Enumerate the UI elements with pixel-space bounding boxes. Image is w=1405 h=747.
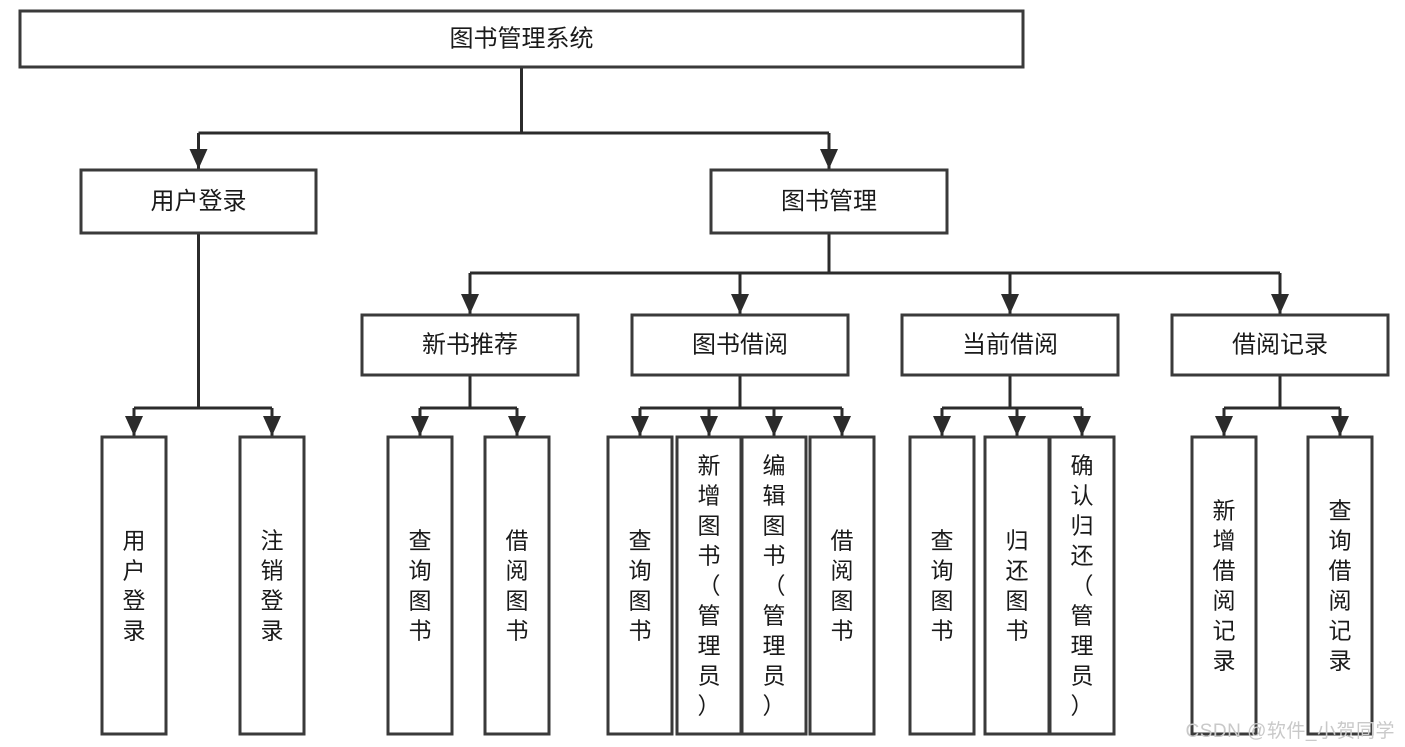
node-leaf-add-book[interactable]: 新增图书（管理员） — [675, 435, 743, 736]
node-book-borrow-box[interactable] — [630, 313, 850, 377]
conn-bookmanage-arrow-0 — [461, 294, 479, 314]
node-book-manage[interactable]: 图书管理 — [709, 168, 949, 235]
node-leaf-edit-book[interactable]: 编辑图书（管理员） — [740, 435, 808, 736]
node-book-manage-label: 图书管理 — [781, 188, 877, 215]
conn-bookmanage-arrow-3 — [1271, 294, 1289, 314]
node-new-book-recommend-box[interactable] — [360, 313, 580, 377]
node-user-login-box[interactable] — [79, 168, 318, 235]
node-root-box[interactable] — [18, 9, 1025, 69]
node-leaf-return-book-box[interactable] — [983, 435, 1051, 736]
node-leaf-borrow-book-1-label: 借阅图书 — [506, 528, 529, 644]
node-leaf-query-book-3[interactable]: 查询图书 — [908, 435, 976, 736]
node-leaf-borrow-book-2-box[interactable] — [808, 435, 876, 736]
node-current-borrow-box[interactable] — [900, 313, 1120, 377]
conn-current-borrow-leaves-arrow-2 — [1073, 416, 1091, 436]
conn-root-arrow-1 — [820, 149, 838, 169]
node-leaf-query-book-2[interactable]: 查询图书 — [606, 435, 674, 736]
conn-bookmanage-arrow-1 — [731, 294, 749, 314]
node-current-borrow[interactable]: 当前借阅 — [900, 313, 1120, 377]
node-user-login[interactable]: 用户登录 — [79, 168, 318, 235]
node-leaf-borrow-book-1-box[interactable] — [483, 435, 551, 736]
connectors-layer — [125, 67, 1349, 436]
node-leaf-edit-book-label: 编辑图书（管理员） — [763, 453, 786, 719]
conn-book-borrow-leaves-arrow-3 — [833, 416, 851, 436]
node-leaf-add-record[interactable]: 新增借阅记录 — [1190, 435, 1258, 736]
node-leaf-borrow-book-2-label: 借阅图书 — [831, 528, 854, 644]
node-leaf-add-record-box[interactable] — [1190, 435, 1258, 736]
conn-root-arrow-0 — [189, 149, 208, 169]
node-leaf-user-login[interactable]: 用户登录 — [100, 435, 168, 736]
conn-new-book-recommend-leaves-arrow-0 — [411, 416, 429, 436]
conn-bookmanage-arrow-2 — [1001, 294, 1019, 314]
node-leaf-logout[interactable]: 注销登录 — [238, 435, 306, 736]
node-leaf-add-book-box[interactable] — [675, 435, 743, 736]
node-leaf-query-book-1[interactable]: 查询图书 — [386, 435, 454, 736]
node-leaf-query-book-2-box[interactable] — [606, 435, 674, 736]
conn-current-borrow-leaves-arrow-1 — [1008, 416, 1026, 436]
node-leaf-borrow-book-1[interactable]: 借阅图书 — [483, 435, 551, 736]
node-leaf-user-login-box[interactable] — [100, 435, 168, 736]
node-borrow-record-label: 借阅记录 — [1232, 331, 1328, 358]
node-root[interactable]: 图书管理系统 — [18, 9, 1025, 69]
node-leaf-query-book-3-label: 查询图书 — [931, 528, 954, 644]
node-leaf-confirm-return-label: 确认归还（管理员） — [1071, 453, 1094, 719]
node-leaf-query-record[interactable]: 查询借阅记录 — [1306, 435, 1374, 736]
node-leaf-query-book-2-label: 查询图书 — [629, 528, 652, 644]
node-leaf-logout-label: 注销登录 — [261, 528, 284, 644]
node-leaf-confirm-return[interactable]: 确认归还（管理员） — [1048, 435, 1116, 736]
node-current-borrow-label: 当前借阅 — [962, 331, 1058, 358]
node-leaf-confirm-return-box[interactable] — [1048, 435, 1116, 736]
conn-borrow-record-leaves-arrow-0 — [1215, 416, 1233, 436]
node-leaf-user-login-label: 用户登录 — [123, 528, 146, 644]
node-leaf-return-book[interactable]: 归还图书 — [983, 435, 1051, 736]
node-leaf-add-record-label: 新增借阅记录 — [1213, 498, 1236, 674]
node-new-book-recommend-label: 新书推荐 — [422, 331, 518, 358]
node-leaf-edit-book-box[interactable] — [740, 435, 808, 736]
conn-new-book-recommend-leaves-arrow-1 — [508, 416, 526, 436]
node-book-borrow[interactable]: 图书借阅 — [630, 313, 850, 377]
node-borrow-record[interactable]: 借阅记录 — [1170, 313, 1390, 377]
node-leaf-query-book-3-box[interactable] — [908, 435, 976, 736]
boxes-layer: 图书管理系统用户登录图书管理新书推荐图书借阅当前借阅借阅记录用户登录注销登录查询… — [18, 9, 1390, 736]
watermark-label: CSDN @软件_小贺同学 — [1185, 721, 1395, 742]
node-root-label: 图书管理系统 — [450, 25, 594, 52]
conn-book-borrow-leaves-arrow-2 — [765, 416, 783, 436]
node-leaf-add-book-label: 新增图书（管理员） — [698, 453, 721, 719]
node-new-book-recommend[interactable]: 新书推荐 — [360, 313, 580, 377]
node-leaf-query-record-label: 查询借阅记录 — [1329, 498, 1352, 674]
node-book-manage-box[interactable] — [709, 168, 949, 235]
node-leaf-query-book-1-box[interactable] — [386, 435, 454, 736]
node-borrow-record-box[interactable] — [1170, 313, 1390, 377]
node-leaf-query-book-1-label: 查询图书 — [409, 528, 432, 644]
conn-book-borrow-leaves-arrow-1 — [700, 416, 718, 436]
conn-borrow-record-leaves-arrow-1 — [1331, 416, 1349, 436]
conn-current-borrow-leaves-arrow-0 — [933, 416, 951, 436]
node-leaf-logout-box[interactable] — [238, 435, 306, 736]
node-leaf-query-record-box[interactable] — [1306, 435, 1374, 736]
conn-book-borrow-leaves-arrow-0 — [631, 416, 649, 436]
node-book-borrow-label: 图书借阅 — [692, 331, 788, 358]
node-leaf-borrow-book-2[interactable]: 借阅图书 — [808, 435, 876, 736]
node-leaf-return-book-label: 归还图书 — [1006, 528, 1029, 644]
conn-user-login-leaves-arrow-0 — [125, 416, 143, 436]
conn-user-login-leaves-arrow-1 — [263, 416, 281, 436]
node-user-login-label: 用户登录 — [151, 188, 247, 215]
